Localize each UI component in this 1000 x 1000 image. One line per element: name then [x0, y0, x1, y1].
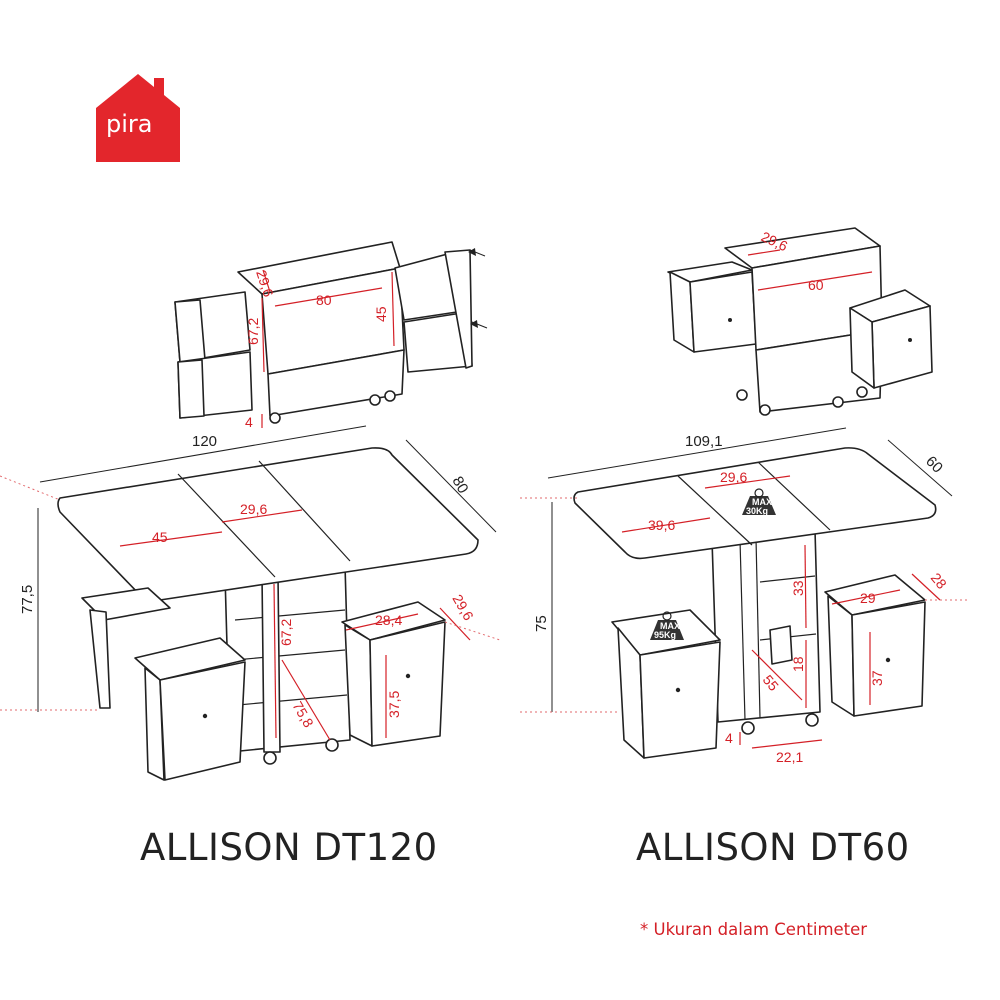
dt60-center: 29,6	[720, 469, 747, 485]
dt60-table-load-max: MAX	[752, 497, 772, 507]
dt60-folded-view: 29,6 60	[667, 227, 933, 416]
dt120-wheel-height: 4	[245, 414, 253, 430]
dt120-open-view: 120 80 77,5 45 29,6 67,2 75,8 28,4 29,6 …	[0, 425, 501, 781]
dt60-folded-width: 60	[808, 277, 824, 293]
dt60-stool-depth: 28	[928, 570, 950, 592]
dt120-folded-height: 45	[373, 306, 389, 322]
dt60-stool-load-weight: 95Kg	[654, 630, 676, 640]
dt120-width: 120	[192, 433, 217, 450]
dt120-stool-height: 37,5	[386, 691, 402, 718]
product-title-dt60: ALLISON DT60	[636, 826, 910, 869]
dt120-folded-width: 80	[316, 292, 332, 308]
dt120-depth: 80	[449, 474, 472, 497]
dt120-center: 29,6	[240, 501, 267, 517]
dt60-open-view: MAX 30Kg MAX 95Kg 109,1 60 75 39,6 29,	[520, 427, 970, 765]
dt60-shelf-height-lower: 18	[790, 656, 806, 672]
dt120-folded-view: 29,6 80 45 67,2 4	[174, 241, 488, 430]
dt120-stool-depth: 29,6	[449, 592, 477, 624]
dt60-shelf-height: 33	[790, 580, 806, 596]
dt120-leaf: 45	[152, 529, 168, 545]
brand-name: pira	[106, 110, 152, 138]
dt60-stool-width: 29	[860, 590, 876, 606]
product-title-dt120: ALLISON DT120	[140, 826, 438, 869]
dt60-width: 109,1	[685, 433, 723, 450]
weight-icon: MAX 95Kg	[650, 611, 684, 640]
dt60-table-load-weight: 30Kg	[746, 506, 768, 516]
dt60-wheel-height: 4	[725, 730, 733, 746]
dt120-stool-width: 28,4	[375, 612, 402, 628]
dt60-base: 22,1	[776, 749, 803, 765]
dt60-stool-load-max: MAX	[660, 621, 680, 631]
dt60-leaf: 39,6	[648, 517, 675, 533]
house-icon: pira	[96, 74, 180, 162]
unit-note: * Ukuran dalam Centimeter	[640, 920, 868, 939]
dt120-shelf-height: 67,2	[278, 619, 294, 646]
dt120-height: 77,5	[19, 585, 36, 614]
dt120-folded-side: 67,2	[245, 318, 261, 345]
weight-icon: MAX 30Kg	[742, 488, 776, 516]
brand-logo: pira	[92, 72, 184, 169]
dt60-height: 75	[533, 615, 550, 632]
dt60-stool-height: 37	[869, 670, 885, 686]
